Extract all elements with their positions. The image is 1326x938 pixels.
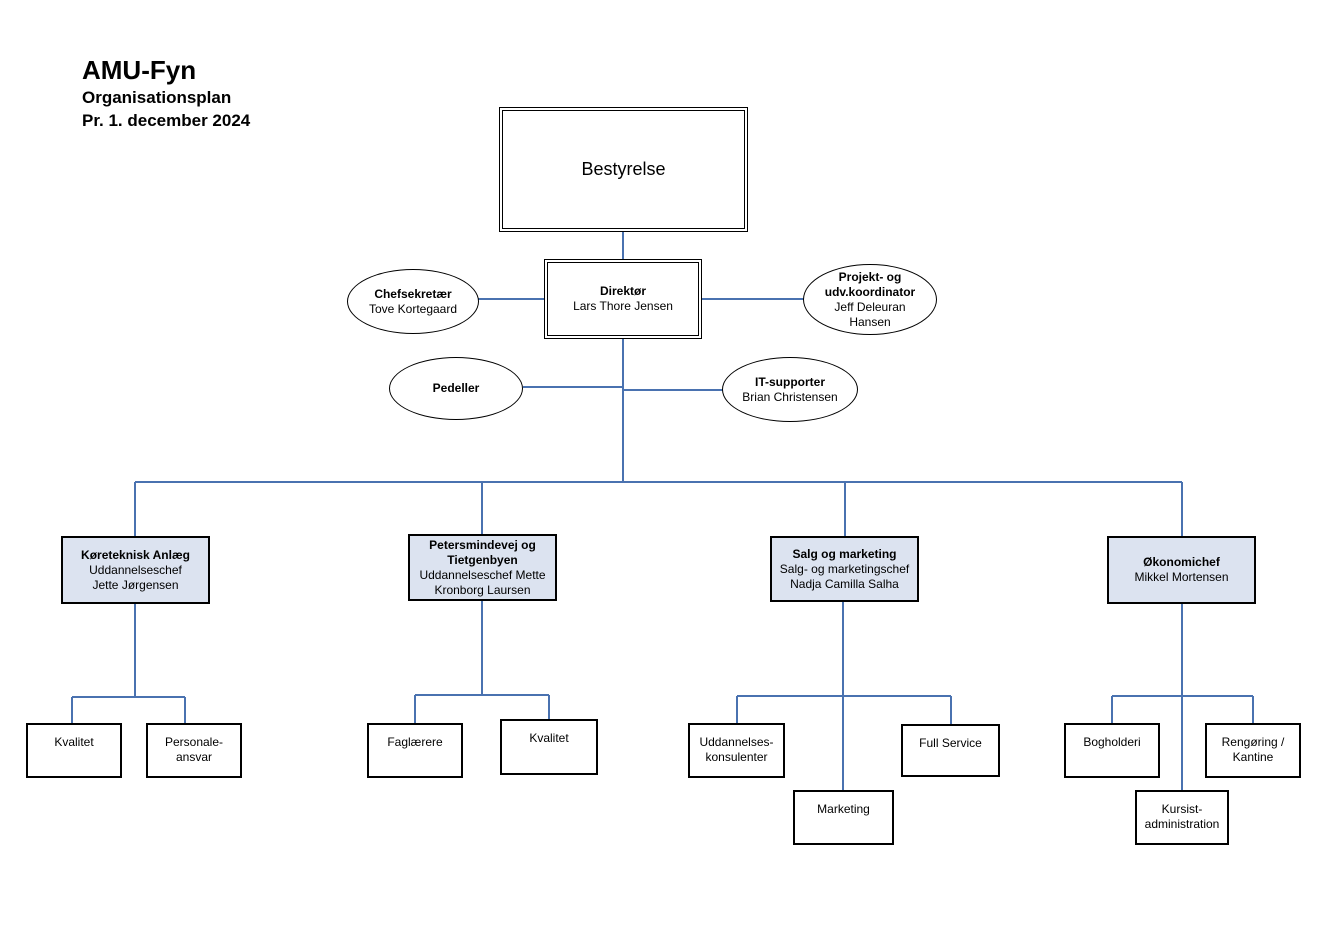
unit-kvalitet-koereteknisk: Kvalitet — [26, 723, 122, 778]
board-label: Bestyrelse — [581, 159, 666, 179]
unit-label-line2: Kantine — [1232, 750, 1274, 764]
koereteknisk-title: Køreteknisk Anlæg — [81, 547, 190, 562]
unit-faglaerere: Faglærere — [367, 723, 463, 778]
oekonomi-title: Økonomichef — [1143, 555, 1220, 569]
page-title: AMU-Fyn — [82, 55, 197, 85]
projekt-name-line2: Hansen — [849, 314, 891, 329]
director-box: Direktør Lars Thore Jensen — [544, 259, 702, 339]
unit-label: Kvalitet — [54, 735, 94, 749]
koereteknisk-role: Uddannelseschef — [89, 562, 182, 577]
unit-label-line2: administration — [1144, 817, 1220, 831]
chefsekretaer-title: Chefsekretær — [374, 286, 452, 301]
oekonomi-name: Mikkel Mortensen — [1134, 570, 1229, 584]
unit-label: Bogholderi — [1083, 735, 1141, 749]
unit-kvalitet-petersmindevej: Kvalitet — [500, 719, 598, 775]
unit-label-line2: ansvar — [175, 750, 213, 764]
petersmindevej-title-line1: Petersmindevej og — [429, 537, 536, 552]
department-petersmindevej: Petersmindevej og Tietgenbyen Uddannelse… — [408, 534, 557, 601]
title-block: AMU-Fyn Organisationsplan Pr. 1. decembe… — [82, 54, 250, 132]
petersmindevej-role-line1: Uddannelseschef Mette — [419, 567, 546, 582]
petersmindevej-title-line2: Tietgenbyen — [447, 552, 518, 567]
unit-personaleansvar: Personale- ansvar — [146, 723, 242, 778]
salg-role: Salg- og marketingschef — [779, 561, 910, 576]
unit-label-line1: Kursist- — [1161, 802, 1203, 816]
department-oekonomi: Økonomichef Mikkel Mortensen — [1107, 536, 1256, 604]
unit-label: Marketing — [817, 802, 870, 816]
unit-label: Kvalitet — [529, 731, 569, 745]
unit-label-line1: Uddannelses- — [699, 735, 774, 749]
petersmindevej-role-line2: Kronborg Laursen — [434, 582, 531, 597]
unit-full-service: Full Service — [901, 724, 1000, 777]
projekt-name-line1: Jeff Deleuran — [834, 299, 906, 314]
koereteknisk-name: Jette Jørgensen — [92, 577, 179, 592]
unit-label: Full Service — [919, 736, 982, 750]
projekt-koordinator-ellipse: Projekt- og udv.koordinator Jeff Deleura… — [803, 264, 937, 335]
unit-label-line1: Rengøring / — [1221, 735, 1285, 749]
department-koereteknisk: Køreteknisk Anlæg Uddannelseschef Jette … — [61, 536, 210, 604]
unit-label: Faglærere — [387, 735, 443, 749]
it-name: Brian Christensen — [742, 389, 838, 404]
pedeller-title: Pedeller — [432, 381, 480, 395]
page-date: Pr. 1. december 2024 — [82, 111, 251, 130]
director-title: Direktør — [599, 284, 646, 298]
unit-bogholderi: Bogholderi — [1064, 723, 1160, 778]
director-name: Lars Thore Jensen — [573, 299, 673, 313]
unit-rengoering-kantine: Rengøring / Kantine — [1205, 723, 1301, 778]
unit-label-line1: Personale- — [164, 735, 224, 749]
board-box: Bestyrelse — [499, 107, 748, 232]
unit-uddannelseskonsulenter: Uddannelses- konsulenter — [688, 723, 785, 778]
salg-name: Nadja Camilla Salha — [790, 576, 899, 591]
unit-kursistadministration: Kursist- administration — [1135, 790, 1229, 845]
it-supporter-ellipse: IT-supporter Brian Christensen — [722, 357, 858, 422]
pedeller-ellipse: Pedeller — [389, 357, 523, 420]
projekt-title-line1: Projekt- og — [838, 269, 902, 284]
chefsekretaer-ellipse: Chefsekretær Tove Kortegaard — [347, 269, 479, 334]
department-salg-marketing: Salg og marketing Salg- og marketingsche… — [770, 536, 919, 602]
salg-title: Salg og marketing — [792, 546, 897, 561]
unit-marketing: Marketing — [793, 790, 894, 845]
unit-label-line2: konsulenter — [705, 750, 768, 764]
page-subtitle: Organisationsplan — [82, 88, 232, 107]
projekt-title-line2: udv.koordinator — [824, 284, 916, 299]
it-title: IT-supporter — [754, 374, 825, 389]
chefsekretaer-name: Tove Kortegaard — [368, 301, 458, 316]
